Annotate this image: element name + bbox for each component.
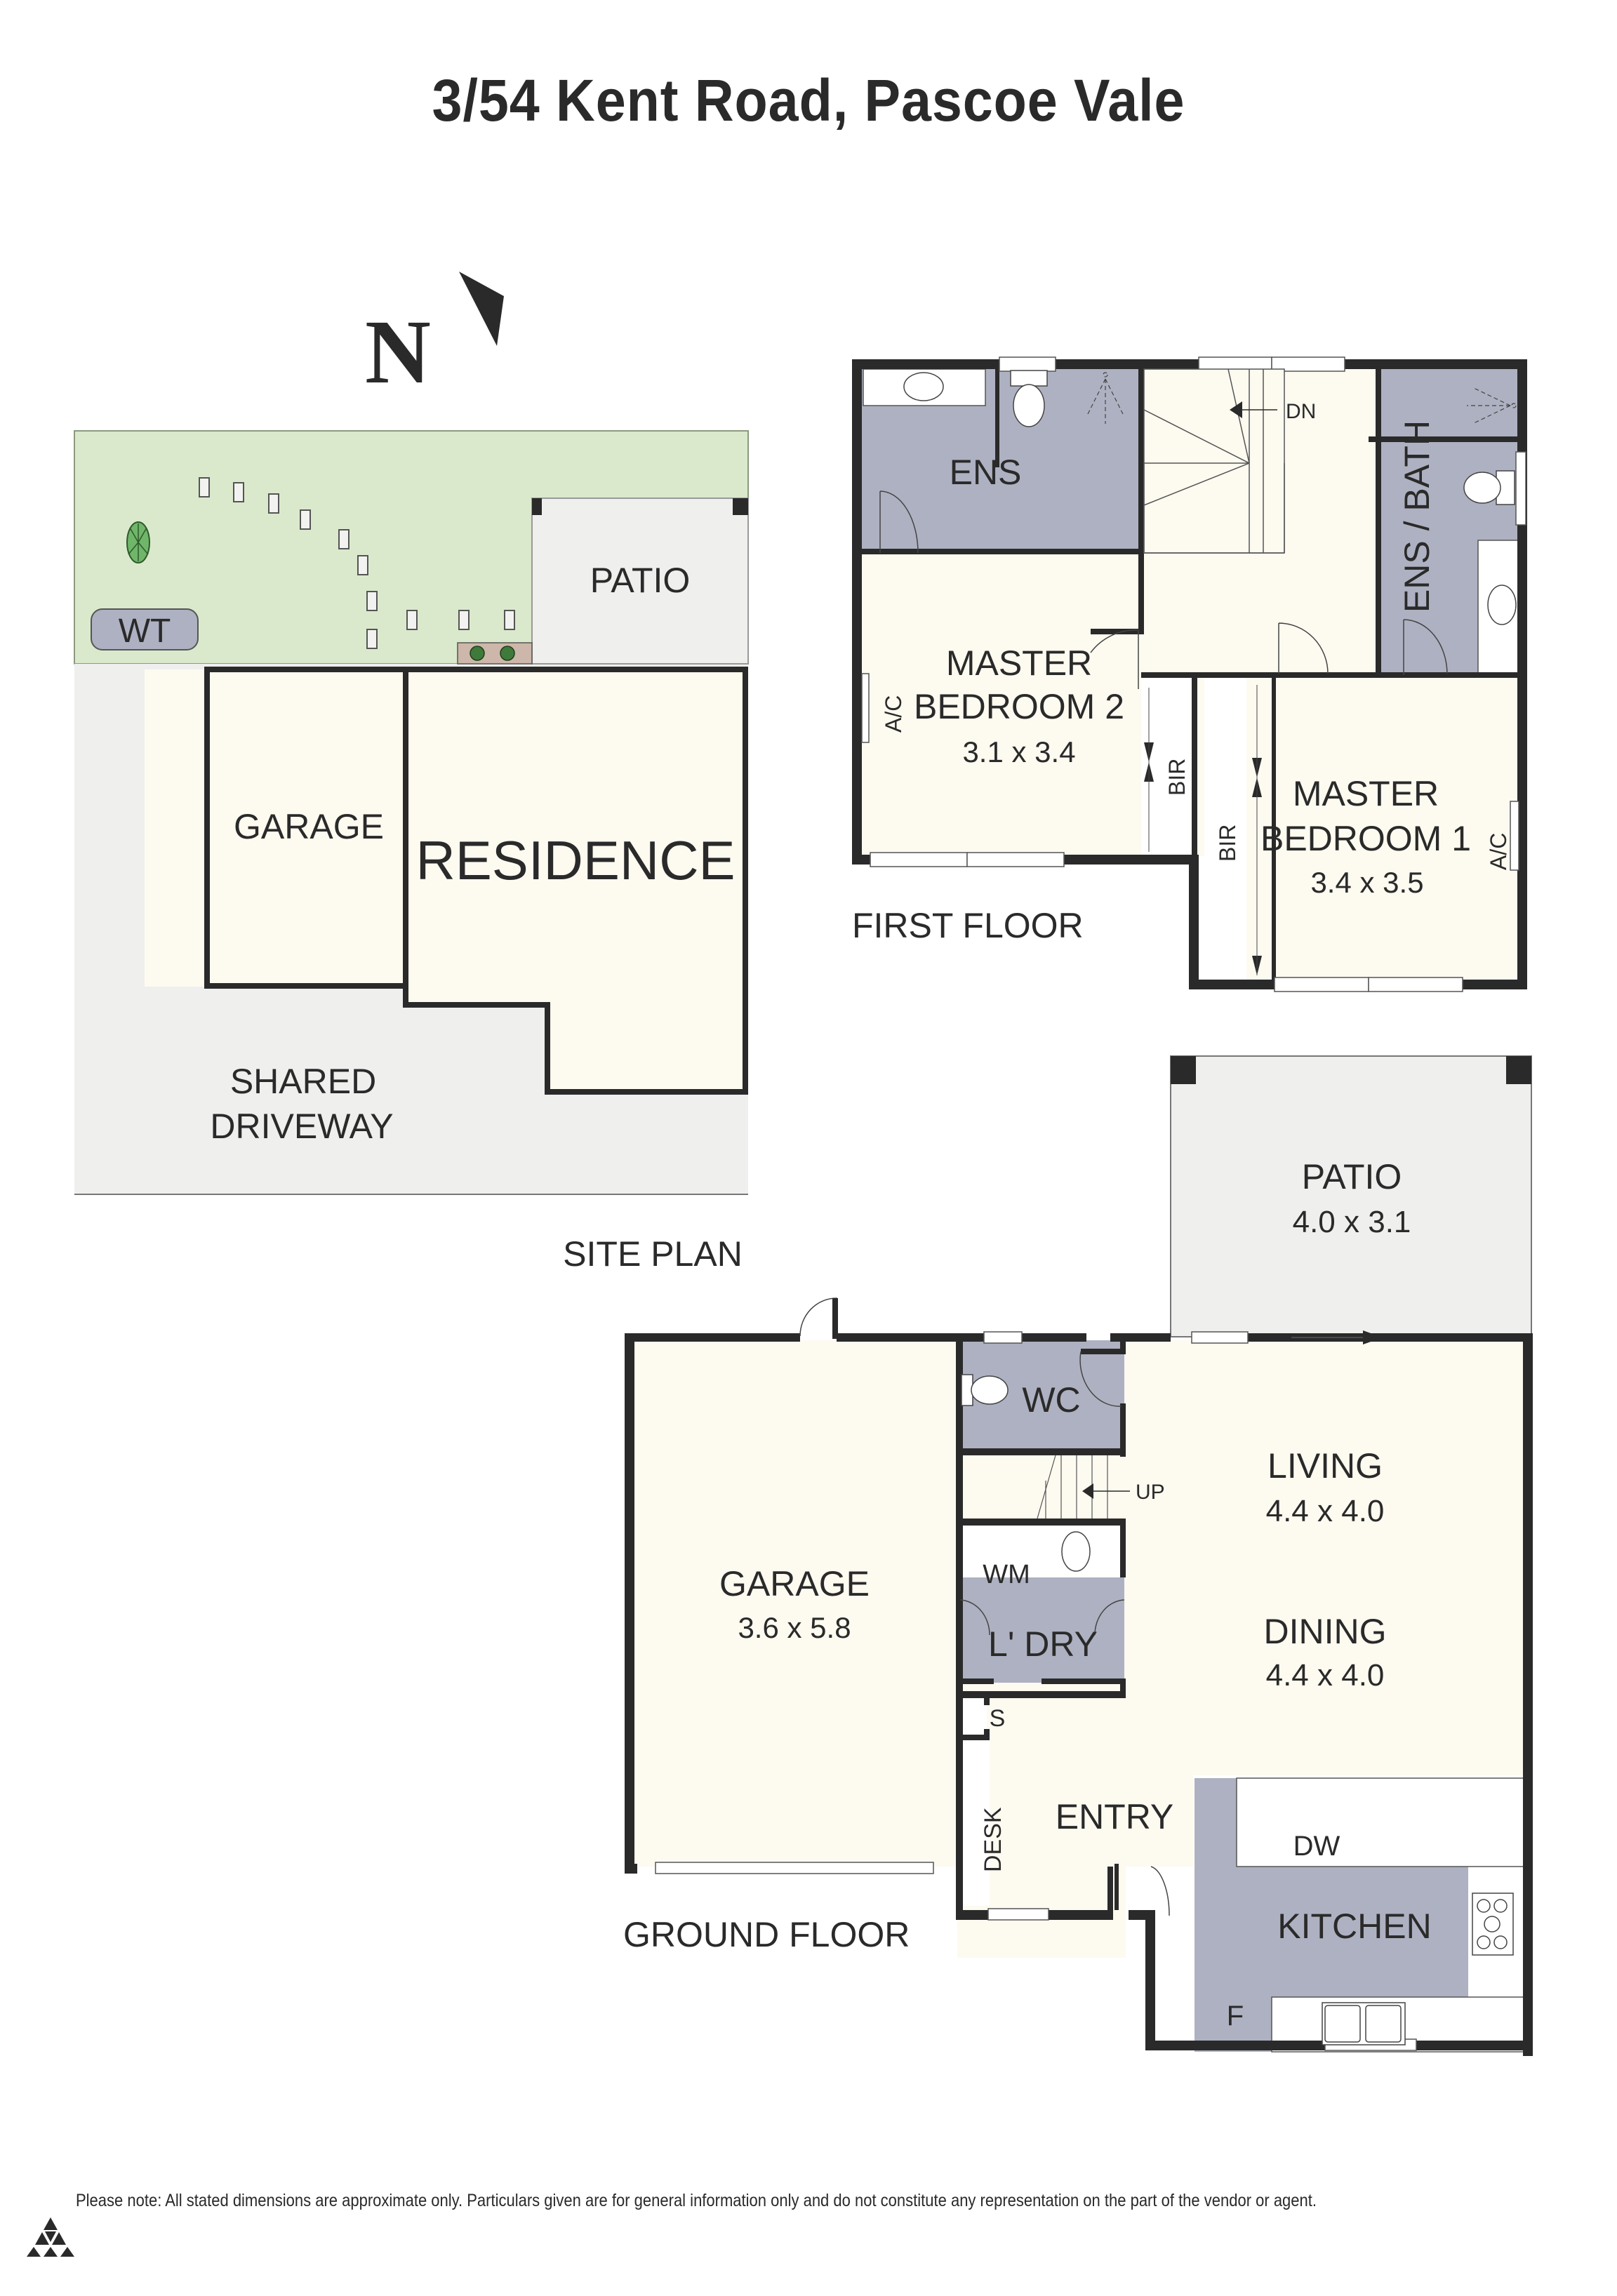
room-dining-label: DINING bbox=[1264, 1612, 1387, 1651]
room-master-bedroom-2-line1: MASTER bbox=[946, 643, 1092, 683]
room-laundry-label: L' DRY bbox=[988, 1624, 1098, 1664]
room-master-bedroom-2-line2: BEDROOM 2 bbox=[914, 687, 1124, 726]
room-patio-size: 4.0 x 3.1 bbox=[1293, 1205, 1411, 1239]
door-swing bbox=[799, 1297, 837, 1337]
site-plan-caption: SITE PLAN bbox=[563, 1234, 743, 1274]
room-master-bedroom-1-line2: BEDROOM 1 bbox=[1260, 819, 1471, 858]
room-dining-size: 4.4 x 4.0 bbox=[1266, 1658, 1385, 1693]
washing-machine-label: WM bbox=[983, 1560, 1030, 1589]
room-ens-label: ENS bbox=[950, 453, 1022, 492]
kitchen-area bbox=[1195, 1778, 1468, 2052]
room-wc-label: WC bbox=[1022, 1380, 1080, 1420]
bir-label-bedroom-1: BIR bbox=[1215, 825, 1240, 862]
stairs-down-arrow-icon bbox=[1230, 401, 1242, 418]
ground-floor-plan: PATIO 4.0 x 3.1 bbox=[623, 1055, 1533, 2056]
disclaimer-text: Please note: All stated dimensions are a… bbox=[76, 2191, 1317, 2210]
ac-label-bedroom-1: A/C bbox=[1486, 833, 1511, 870]
door-swing bbox=[1079, 1351, 1122, 1407]
driveway-label-line2: DRIVEWAY bbox=[210, 1107, 393, 1146]
room-master-bedroom-1-line1: MASTER bbox=[1293, 774, 1439, 813]
door-swings bbox=[879, 490, 1448, 689]
shower-icon bbox=[1467, 387, 1517, 424]
kitchen-sink-icon bbox=[1322, 2002, 1406, 2045]
storage-label: S bbox=[990, 1705, 1006, 1732]
toilet-icon bbox=[961, 1374, 1009, 1406]
water-tank bbox=[91, 608, 199, 650]
room-living-size: 4.4 x 4.0 bbox=[1266, 1494, 1385, 1528]
stairs-first-floor bbox=[1143, 368, 1285, 554]
sliding-door-arrow-icon bbox=[1363, 1330, 1383, 1344]
fridge-label: F bbox=[1227, 2001, 1244, 2031]
room-entry-label: ENTRY bbox=[1056, 1797, 1174, 1836]
north-arrow-icon bbox=[459, 272, 504, 346]
stepping-stones bbox=[199, 477, 515, 649]
triangles-logo-icon bbox=[27, 2217, 74, 2257]
first-floor-caption: FIRST FLOOR bbox=[852, 906, 1084, 945]
site-patio bbox=[531, 498, 749, 665]
basin-icon bbox=[1487, 585, 1517, 625]
site-residence bbox=[403, 667, 748, 1095]
shower-icon bbox=[1087, 372, 1124, 424]
ac-label-bedroom-2: A/C bbox=[881, 695, 906, 733]
bir-label-bedroom-2: BIR bbox=[1164, 759, 1190, 796]
north-arrow: N bbox=[365, 272, 504, 403]
room-master-bedroom-2-size: 3.1 x 3.4 bbox=[962, 735, 1075, 768]
cooktop-icon bbox=[1472, 1893, 1514, 1956]
room-living-label: LIVING bbox=[1267, 1446, 1383, 1486]
tree-icon bbox=[126, 521, 150, 563]
page-title: 3/54 Kent Road, Pascoe Vale bbox=[432, 67, 1185, 133]
dishwasher-label: DW bbox=[1293, 1831, 1340, 1862]
room-kitchen-label: KITCHEN bbox=[1277, 1907, 1431, 1946]
north-letter: N bbox=[365, 302, 431, 403]
shrub-icon bbox=[470, 646, 485, 661]
trough-icon bbox=[1061, 1531, 1091, 1572]
site-plan: PATIO WT GARAGE bbox=[74, 430, 749, 1274]
room-garage-label: GARAGE bbox=[719, 1564, 870, 1603]
room-garage-size: 3.6 x 5.8 bbox=[738, 1611, 851, 1644]
site-residence-label: RESIDENCE bbox=[415, 829, 735, 891]
shrub-icon bbox=[500, 646, 515, 661]
first-floor-plan: DN bbox=[852, 356, 1527, 992]
stairs-down-label: DN bbox=[1286, 400, 1316, 423]
door-swing bbox=[1150, 1866, 1170, 1916]
desk-label: DESK bbox=[980, 1807, 1006, 1872]
site-garage-label: GARAGE bbox=[234, 807, 384, 846]
stairs-up-arrow-icon bbox=[1082, 1483, 1093, 1499]
door-swing bbox=[959, 1599, 1125, 1636]
ground-floor-caption: GROUND FLOOR bbox=[623, 1915, 910, 1954]
laundry-area bbox=[960, 1577, 1124, 1683]
driveway-label-line1: SHARED bbox=[230, 1062, 376, 1101]
room-patio-label: PATIO bbox=[1302, 1157, 1402, 1196]
toilet-icon bbox=[1463, 470, 1515, 505]
stairs-up-label: UP bbox=[1136, 1481, 1165, 1504]
water-tank-label: WT bbox=[119, 613, 171, 650]
toilet-icon bbox=[1010, 370, 1048, 427]
room-ens-bath-label: ENS / BATH bbox=[1397, 420, 1437, 613]
site-patio-label: PATIO bbox=[590, 561, 691, 600]
ground-patio bbox=[1170, 1055, 1532, 1337]
planter-box bbox=[457, 642, 533, 665]
room-master-bedroom-1-size: 3.4 x 3.5 bbox=[1310, 866, 1423, 899]
basin-icon bbox=[903, 372, 944, 401]
